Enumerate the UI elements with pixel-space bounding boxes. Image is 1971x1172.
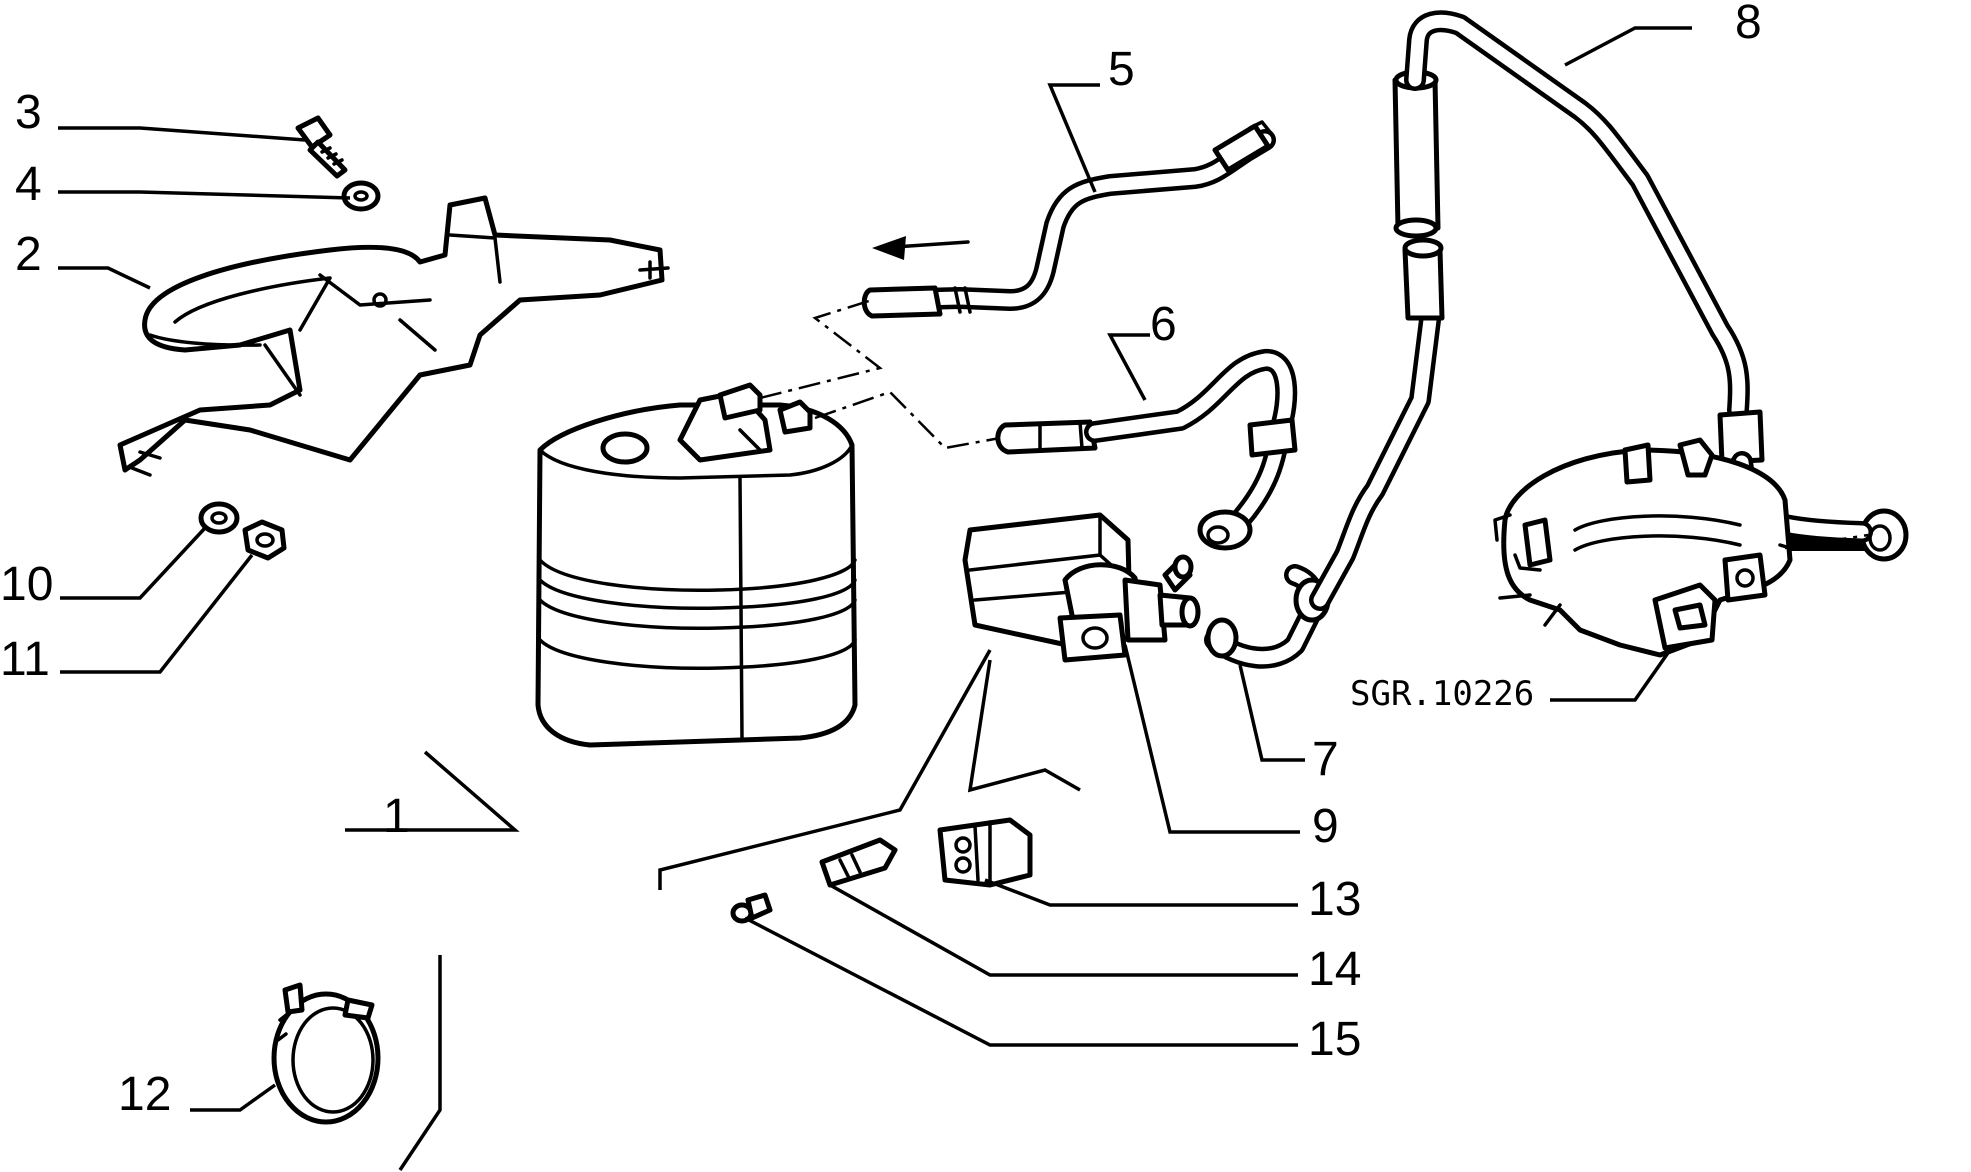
- callout-5: 5: [1108, 43, 1135, 96]
- group-indicator-lines: [398, 649, 1081, 1171]
- charcoal-canister: [535, 382, 858, 748]
- washer-top: [341, 180, 381, 212]
- callout-11: 11: [0, 633, 50, 686]
- mounting-bracket: [117, 195, 670, 477]
- callout-1: 1: [383, 790, 410, 843]
- pipe-with-fitting: [861, 120, 1276, 319]
- callout-12: 12: [118, 1068, 171, 1121]
- callout-4: 4: [15, 158, 42, 211]
- callout-13: 13: [1308, 873, 1361, 926]
- callout-labels: 1 2 3 4 5 6 7 8 9 10 11 12 13 14 15 SGR.…: [0, 0, 1762, 1121]
- washer-lower: [198, 501, 240, 535]
- hose-with-connector: [995, 349, 1298, 551]
- nut: [242, 519, 287, 561]
- drawing-reference-code: SGR.10226: [1350, 674, 1534, 714]
- callout-8: 8: [1735, 0, 1762, 49]
- callout-9: 9: [1312, 800, 1339, 853]
- callout-7: 7: [1312, 733, 1339, 786]
- terminal-pin: [819, 837, 898, 888]
- hose-clamp: [271, 982, 381, 1125]
- callout-14: 14: [1308, 943, 1361, 996]
- callout-15: 15: [1308, 1013, 1361, 1066]
- callout-6: 6: [1150, 298, 1177, 351]
- callout-10: 10: [0, 558, 53, 611]
- connector-housing: [937, 817, 1033, 888]
- callout-3: 3: [15, 86, 42, 139]
- bolt: [295, 115, 348, 179]
- solenoid-valve: [962, 512, 1201, 663]
- throttle-body-assembly: [1493, 437, 1793, 658]
- callout-2: 2: [15, 228, 42, 281]
- elbow-hose: [1204, 564, 1331, 669]
- callout-leaders: [58, 26, 1692, 1112]
- seal-plug: [730, 892, 773, 924]
- connection-dashed-lines: [759, 298, 1869, 550]
